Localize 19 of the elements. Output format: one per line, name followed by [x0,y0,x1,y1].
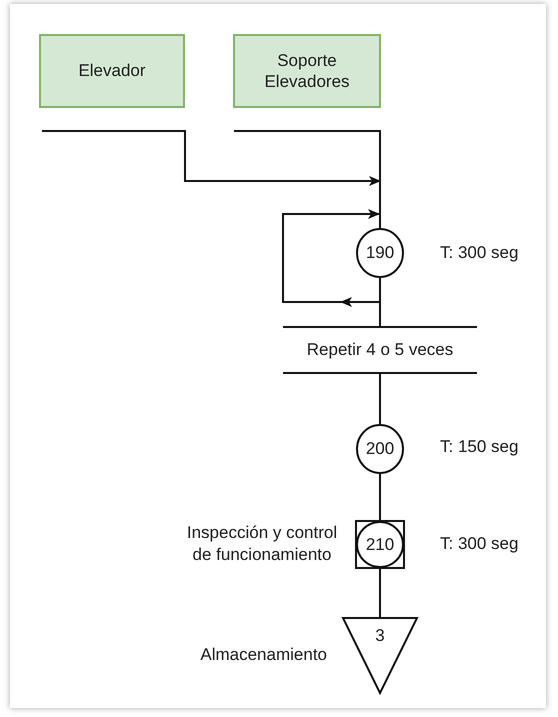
side-note: Inspección y control de funcionamiento [186,522,338,566]
operation-circle [356,228,404,278]
node-label: Repetir 4 o 5 veces [306,339,454,361]
process-box [39,34,185,108]
step-number: 190 [366,242,394,264]
side-note: Almacenamiento [200,644,327,666]
side-note: T: 300 seg [440,242,518,264]
side-note: T: 300 seg [440,533,518,555]
step-number: 200 [366,438,394,460]
step-number: 210 [366,534,394,556]
side-note: T: 150 seg [440,436,518,458]
repeat-band [283,326,477,374]
step-number: 3 [375,625,385,646]
process-box [233,34,381,108]
combined-operation-inspection-symbol [355,520,405,569]
node-label: Soporte Elevadores [263,50,351,92]
operation-circle [356,424,404,474]
storage-triangle [342,617,418,693]
node-label: Elevador [78,60,146,82]
